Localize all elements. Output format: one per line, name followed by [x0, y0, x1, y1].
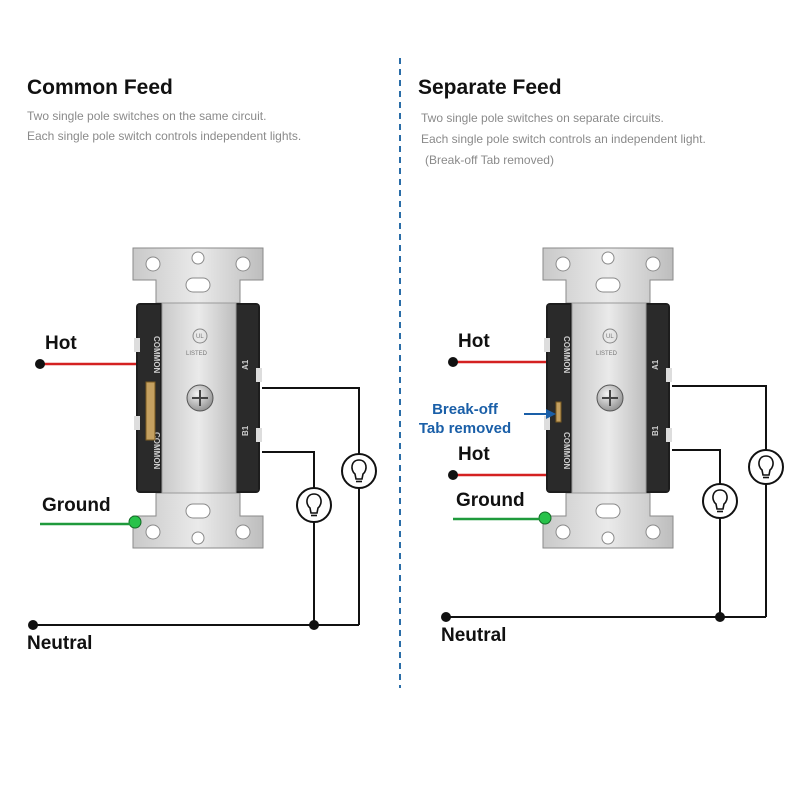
left-ground-label: Ground [42, 495, 111, 516]
common-feed-desc-2: Each single pole switch controls indepen… [27, 129, 302, 143]
right-switch [538, 247, 674, 549]
left-breakoff-tab [145, 381, 156, 441]
separate-feed-desc-2: Each single pole switch controls an inde… [421, 132, 706, 146]
right-hot-label-2: Hot [458, 444, 490, 465]
left-neutral-label: Neutral [27, 633, 93, 654]
separate-feed-desc-3: (Break-off Tab removed) [425, 153, 554, 167]
right-neutral-label: Neutral [441, 625, 507, 646]
left-hot-label: Hot [45, 333, 77, 354]
right-light-2 [702, 483, 738, 519]
left-b1-wire [262, 451, 315, 488]
breakoff-line-1: Break-off [432, 401, 498, 418]
right-ground-label: Ground [456, 490, 525, 511]
left-switch [128, 247, 264, 549]
left-ground-screw [128, 515, 142, 529]
right-hot-label-1: Hot [458, 331, 490, 352]
left-hot-node [35, 359, 45, 369]
right-b1-wire [672, 449, 721, 484]
right-a1-wire [672, 385, 767, 450]
right-breakoff-remnant [555, 401, 562, 423]
left-a1-wire [262, 387, 360, 454]
breakoff-line-2: Tab removed [418, 420, 512, 437]
common-feed-title: Common Feed [27, 76, 173, 99]
right-light-1 [748, 449, 784, 485]
left-light-2 [296, 487, 332, 523]
separate-feed-desc-1: Two single pole switches on separate cir… [421, 111, 664, 125]
right-ground-screw [538, 511, 552, 525]
common-feed-desc-1: Two single pole switches on the same cir… [27, 109, 267, 123]
separate-feed-title: Separate Feed [418, 76, 562, 99]
breakoff-annotation: Break-off Tab removed [406, 400, 524, 438]
left-light-1 [341, 453, 377, 489]
